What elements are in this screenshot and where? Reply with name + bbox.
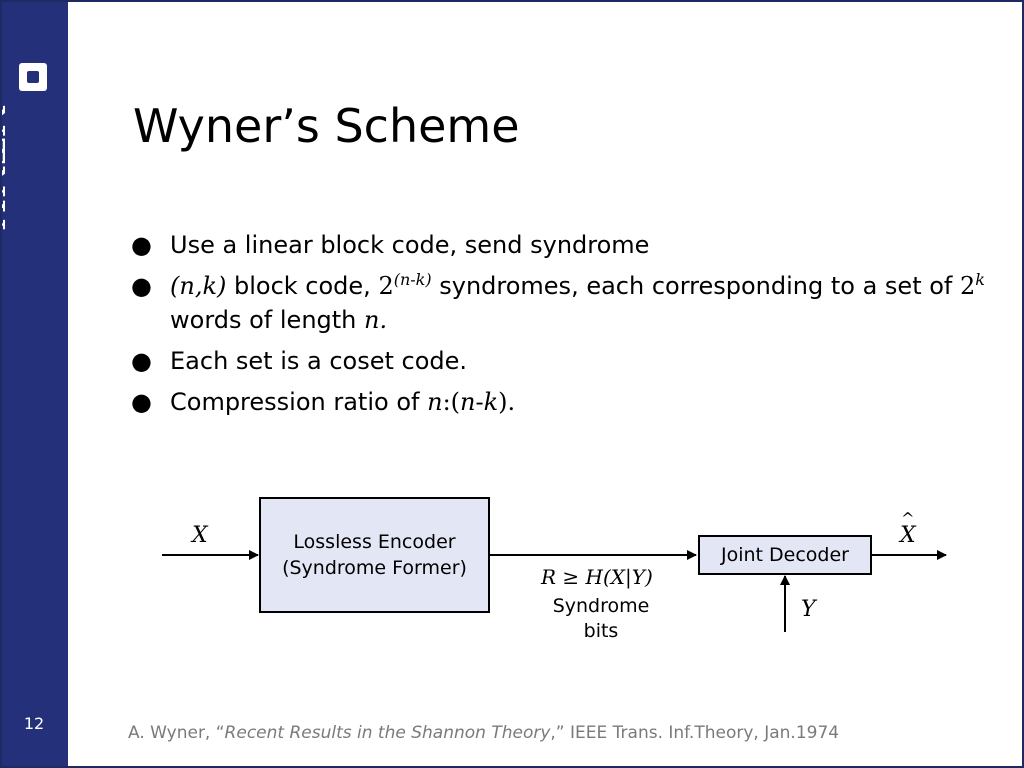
output-label: ^ X <box>900 509 916 548</box>
bullet-item: ● Compression ratio of n:(n-k). <box>131 385 1001 419</box>
joint-decoder-box: Joint Decoder <box>698 535 872 575</box>
lossless-encoder-box: Lossless Encoder (Syndrome Former) <box>259 497 490 613</box>
input-label: X <box>192 523 208 548</box>
bullet-dot-icon: ● <box>131 272 152 300</box>
side-info-label: Y <box>801 597 816 622</box>
ntnu-logo-icon <box>19 63 47 91</box>
bullet-dot-icon: ● <box>131 347 152 375</box>
sidebar: NTNU 12 <box>0 0 68 768</box>
bullet-item: ● Use a linear block code, send syndrome <box>131 228 1001 262</box>
bullet-dot-icon: ● <box>131 231 152 259</box>
syndrome-bits-label: Syndrome bits <box>552 595 650 642</box>
rate-label: R ≥ H(X|Y) <box>541 565 653 589</box>
bullet-list: ● Use a linear block code, send syndrome… <box>131 228 1001 426</box>
slide-title: Wyner’s Scheme <box>133 99 520 153</box>
bullet-dot-icon: ● <box>131 388 152 416</box>
bullet-item: ● Each set is a coset code. <box>131 344 1001 378</box>
citation-footer: A. Wyner, “Recent Results in the Shannon… <box>128 723 840 743</box>
page-number: 12 <box>23 714 45 733</box>
hat-icon: ^ <box>901 509 915 528</box>
bullet-item: ● (n,k) block code, 2(n-k) syndromes, ea… <box>131 270 985 335</box>
